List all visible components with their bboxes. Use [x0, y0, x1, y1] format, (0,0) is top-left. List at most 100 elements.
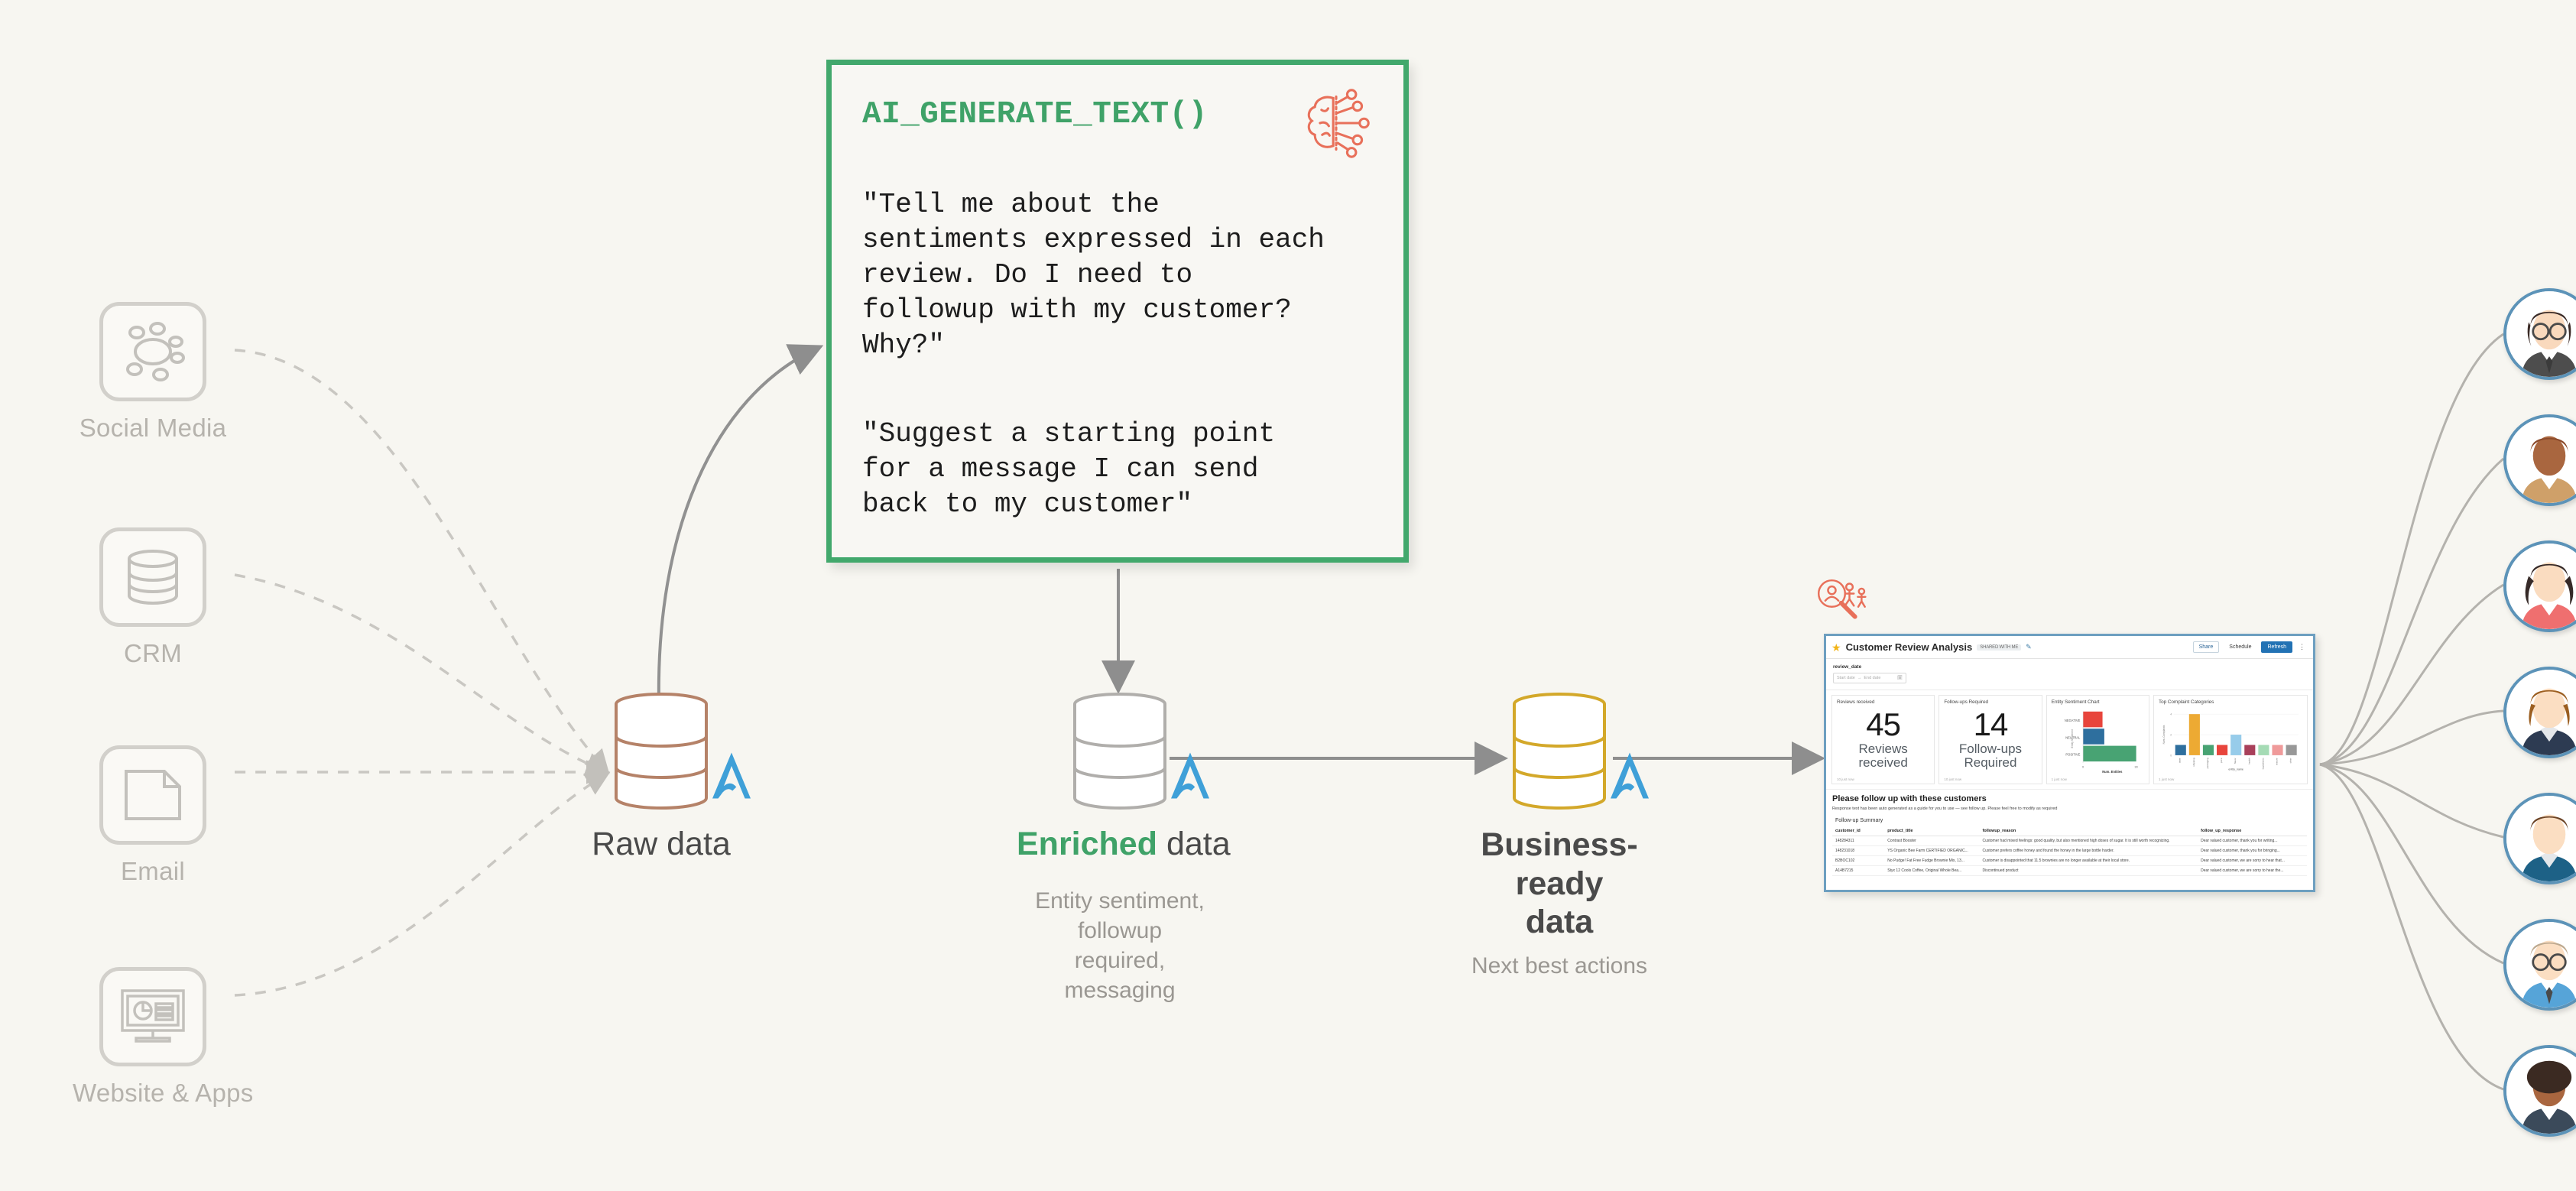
table-cell: B2BOC102 [1832, 855, 1885, 866]
dashboard-badge: SHARED WITH ME [1977, 644, 2022, 651]
node-title-accent: Enriched [1017, 826, 1157, 862]
social-network-icon [99, 302, 206, 401]
pencil-icon[interactable]: ✎ [2026, 643, 2032, 651]
kpi-caption: Reviews received [1858, 742, 1908, 770]
dashboard-actions: Share Schedule Refresh ⋮ [2192, 641, 2308, 653]
databricks-logo [712, 752, 751, 799]
end-date-placeholder: End date [1864, 676, 1881, 680]
avatar-man-bald-tan-shirt[interactable] [2503, 414, 2576, 506]
avatar-woman-brown-bob-suit[interactable] [2503, 667, 2576, 758]
dashboard-toolbar: ★ Customer Review Analysis SHARED WITH M… [1826, 636, 2313, 659]
table-cell: Dear valued customer, we are sorry to he… [2198, 855, 2307, 866]
svg-text:0: 0 [2082, 766, 2084, 769]
share-button[interactable]: Share [2192, 641, 2220, 653]
svg-text:0: 0 [2170, 754, 2172, 757]
database-cylinder-business [1509, 692, 1649, 810]
schedule-button[interactable]: Schedule [2223, 641, 2258, 653]
avatar-woman-afro-dark-skin[interactable] [2503, 1045, 2576, 1137]
table-cell: 148284311 [1832, 836, 1885, 846]
svg-text:other: other [2289, 758, 2292, 763]
dashboard-screenshot[interactable]: ★ Customer Review Analysis SHARED WITH M… [1824, 634, 2315, 892]
table-cell: A14B7215 [1832, 865, 1885, 876]
card-label: Follow-ups Required [1944, 699, 1989, 705]
kpi-card-reviews-received: Reviews received 45 Reviews received 10 … [1831, 695, 1935, 784]
ai-brain-icon [1307, 89, 1370, 158]
section-paragraph: Response text has been auto generated as… [1832, 806, 2058, 811]
more-options-icon[interactable]: ⋮ [2299, 643, 2305, 651]
prompt-paragraph-1: "Tell me about the sentiments expressed … [862, 189, 1325, 362]
avatar-man-brown-hair-blue-sweater[interactable] [2503, 793, 2576, 884]
pipeline-node-raw-data: Raw data [558, 692, 764, 863]
kpi-value: 14 [1973, 706, 2009, 742]
svg-text:Num. Entities: Num. Entities [2102, 770, 2123, 774]
source-label: Email [120, 857, 186, 885]
svg-text:NEGATIVE: NEGATIVE [2065, 719, 2081, 722]
avatar-woman-glasses-vest[interactable] [2503, 288, 2576, 380]
source-label: Website & Apps [73, 1079, 254, 1107]
card-label: Reviews received [1837, 699, 1875, 705]
column-header: followup_reason [1979, 826, 2198, 836]
star-icon[interactable]: ★ [1831, 641, 1841, 654]
filter-label: review_date [1833, 664, 1862, 670]
table-cell: Dear valued customer, we are sorry to he… [2198, 865, 2307, 876]
source-social-media[interactable]: Social Media [73, 302, 233, 443]
database-icon [99, 527, 206, 627]
refresh-button[interactable]: Refresh [2261, 641, 2292, 653]
card-title: AI_GENERATE_TEXT() [862, 97, 1208, 132]
node-title: Business-ready data [1481, 826, 1638, 941]
chart-title: Top Complaint Categories [2158, 699, 2214, 705]
pipeline-node-business-ready-data: Business-ready data Next best actions [1456, 692, 1663, 981]
date-range-input[interactable]: Start date → End date 🗓 [1833, 673, 1906, 683]
kpi-caption: Follow-ups Required [1958, 742, 2023, 770]
followup-summary-table: customer_id product_title followup_reaso… [1832, 826, 2307, 876]
column-header: customer_id [1832, 826, 1885, 836]
node-title: Raw data [592, 826, 731, 862]
ai-generate-text-card: AI_GENERATE_TEXT() "Tell me about the se… [826, 60, 1409, 563]
customer-insight-search-icon [1817, 579, 1867, 619]
followup-section: Please follow up with these customers Re… [1826, 789, 2313, 876]
kpi-value: 45 [1866, 706, 1901, 742]
kpi-card-followups-required: Follow-ups Required 14 Follow-ups Requir… [1938, 695, 2042, 784]
node-subtitle: Entity sentiment, followup required, mes… [1035, 888, 1205, 1003]
svg-text:ingredients: ingredients [2261, 758, 2264, 769]
table-cell: Contrast Booster [1884, 836, 1980, 846]
source-crm[interactable]: CRM [73, 527, 233, 668]
start-date-placeholder: Start date [1837, 676, 1855, 680]
source-email[interactable]: Email [73, 745, 233, 886]
svg-text:flavor: flavor [2234, 758, 2237, 763]
databricks-logo [1171, 752, 1209, 799]
table-cell: Customer prefers coffee honey and found … [1979, 845, 2198, 856]
section-heading: Please follow up with these customers [1832, 794, 1987, 803]
svg-text:shipping: shipping [2192, 758, 2195, 767]
avatar-man-bald-glasses-tie[interactable] [2503, 919, 2576, 1011]
table-cell: Dear valued customer, thank you for brin… [2198, 845, 2307, 856]
card-footer: 1 just now [2158, 777, 2175, 781]
range-arrow: → [1857, 676, 1862, 680]
svg-text:price: price [2220, 758, 2223, 763]
dashboard-title: Customer Review Analysis [1845, 641, 1973, 653]
document-page-icon [99, 745, 206, 845]
monitor-dashboard-icon [99, 967, 206, 1066]
svg-text:POSITIVE: POSITIVE [2065, 753, 2080, 757]
table-cell: Dear valued customer, thank you for writ… [2198, 836, 2307, 846]
source-website-apps[interactable]: Website & Apps [73, 967, 254, 1108]
node-title: Enriched data [1017, 826, 1231, 863]
databricks-logo [1611, 752, 1649, 799]
svg-text:Entity Sentiment: Entity Sentiment [2071, 729, 2074, 748]
chart-title: Entity Sentiment Chart [2051, 699, 2100, 705]
calendar-icon[interactable]: 🗓 [1897, 676, 1903, 680]
svg-text:Num. Complaints: Num. Complaints [2162, 725, 2166, 744]
avatar-woman-curly-dark-hair[interactable] [2503, 540, 2576, 632]
table-cell: Styx 12 Cools Coffee, Original Whole Bea… [1884, 865, 1980, 876]
table-cell: 148231018 [1832, 845, 1885, 856]
table-header-row: customer_id product_title followup_reaso… [1832, 826, 2307, 836]
card-footer: 10 just now [1944, 777, 1962, 781]
